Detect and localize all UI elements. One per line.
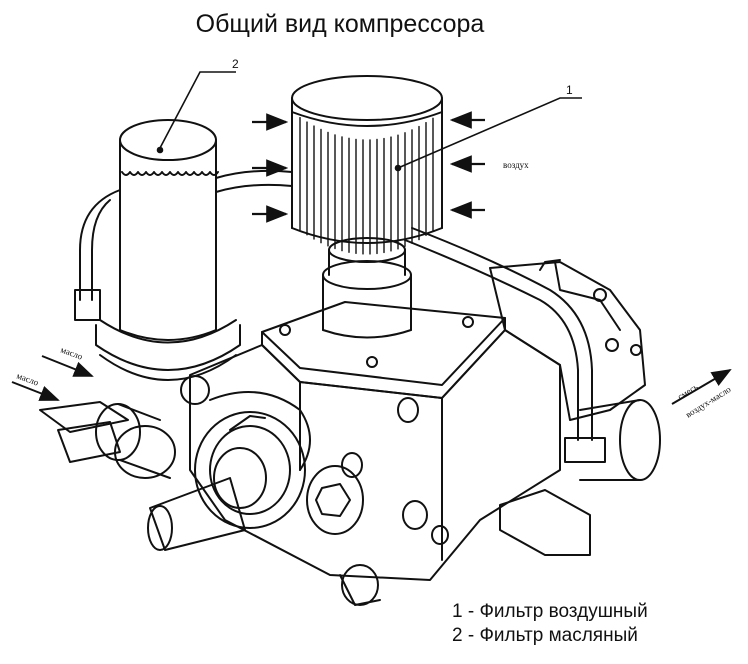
drive-shaft — [147, 411, 306, 551]
legend-text: Фильтр масляный — [479, 625, 638, 646]
diagram-title: Общий вид компрессора — [195, 10, 485, 38]
callout-number-2: 2 — [232, 57, 239, 71]
legend-text: Фильтр воздушный — [479, 601, 648, 622]
air-filter-ribs — [299, 116, 434, 255]
oil-inlet-arrows — [11, 355, 94, 401]
legend: 1 - Фильтр воздушный 2 - Фильтр масляный — [452, 600, 648, 648]
mixture-outlet-arrow — [671, 368, 732, 405]
oil-inlet-label-1: масло — [59, 344, 84, 361]
housing-fittings — [180, 375, 449, 606]
compressor-housing — [189, 259, 661, 581]
legend-number: 2 — [452, 625, 463, 646]
legend-number: 1 — [452, 601, 463, 622]
air-filter — [291, 75, 443, 339]
oil-inlet-pipes — [39, 401, 176, 479]
legend-item: 2 - Фильтр масляный — [452, 625, 638, 646]
air-intake-arrows — [252, 111, 485, 223]
callout-leaders — [156, 71, 582, 172]
callout-number-1: 1 — [566, 83, 573, 97]
oil-filter — [74, 119, 241, 381]
legend-item: 1 - Фильтр воздушный — [452, 601, 648, 622]
air-label: воздух — [503, 160, 529, 170]
mixture-label-1: смесь — [676, 382, 700, 402]
